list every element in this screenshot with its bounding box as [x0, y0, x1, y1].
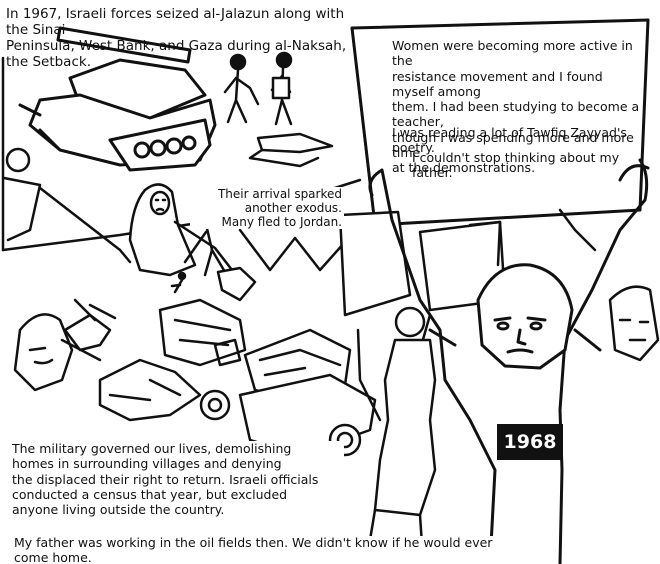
- caption-military-rule: The military governed our lives, demolis…: [10, 441, 344, 518]
- caption-tawfiq-zayyad: I was reading a lot of Tawfiq Zayyad's p…: [392, 125, 631, 155]
- caption-women-resistance: Women were becoming more active in the r…: [392, 38, 640, 175]
- caption-father-oil-fields: My father was working in the oil fields …: [12, 535, 497, 564]
- soldiers-drawing: [223, 51, 334, 168]
- tank-drawing: [18, 26, 217, 172]
- caption-thinking-father: I couldn't stop thinking about my father…: [412, 150, 624, 180]
- protest-sign-large: [350, 18, 650, 227]
- protester-woman-right: [558, 208, 660, 362]
- caption-1967-occupation: In 1967, Israeli forces seized al-Jalazu…: [6, 6, 347, 70]
- demolition-drawing: [13, 298, 377, 478]
- protester-woman-central: [368, 158, 650, 564]
- year-label-1968: 1968: [497, 424, 563, 460]
- caption-exodus: Their arrival sparked another exodus. Ma…: [190, 187, 344, 230]
